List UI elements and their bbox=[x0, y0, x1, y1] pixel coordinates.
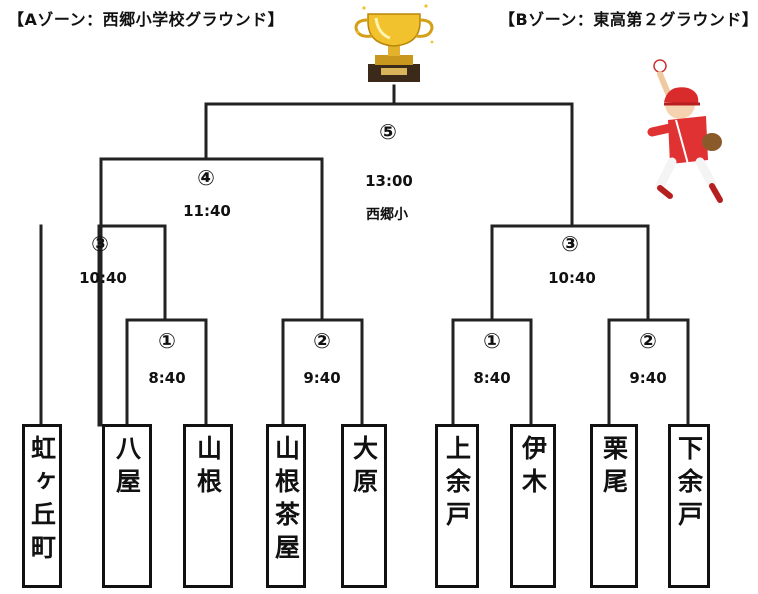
zone-a-label: 【Aゾーン：西郷小学校グラウンド】 bbox=[8, 10, 285, 29]
team-box: 上余戸 bbox=[435, 424, 479, 588]
match-final-time: 13:00 bbox=[365, 172, 413, 190]
match-final-number: ⑤ bbox=[379, 120, 397, 144]
match-2b-time: 9:40 bbox=[629, 369, 666, 387]
match-3a-time: 10:40 bbox=[79, 269, 127, 287]
team-name: 山根 bbox=[193, 435, 223, 501]
team-box: 栗尾 bbox=[590, 424, 638, 588]
team-box: 伊木 bbox=[510, 424, 556, 588]
zone-b-label: 【Bゾーン：東高第２グラウンド】 bbox=[499, 10, 758, 29]
trophy-icon bbox=[354, 4, 434, 82]
match-2a-time: 9:40 bbox=[303, 369, 340, 387]
team-box: 山根茶屋 bbox=[266, 424, 306, 588]
team-box: 八屋 bbox=[102, 424, 152, 588]
match-1b-number: ① bbox=[483, 329, 501, 353]
match-2a-number: ② bbox=[313, 329, 331, 353]
team-name: 下余戸 bbox=[674, 435, 704, 534]
match-2b-number: ② bbox=[639, 329, 657, 353]
match-final-venue: 西郷小 bbox=[366, 207, 408, 223]
match-4a-time: 11:40 bbox=[183, 202, 231, 220]
team-name: 大原 bbox=[349, 435, 379, 501]
team-box: 虹ヶ丘町 bbox=[22, 424, 62, 588]
team-name: 虹ヶ丘町 bbox=[27, 435, 57, 567]
match-1a-number: ① bbox=[158, 329, 176, 353]
match-3b-time: 10:40 bbox=[548, 269, 596, 287]
team-box: 山根 bbox=[183, 424, 233, 588]
team-name: 上余戸 bbox=[442, 435, 472, 534]
team-box: 大原 bbox=[341, 424, 387, 588]
match-3a-number: ③ bbox=[91, 232, 109, 256]
match-3b-number: ③ bbox=[561, 232, 579, 256]
team-box: 下余戸 bbox=[668, 424, 710, 588]
team-name: 八屋 bbox=[112, 435, 142, 501]
team-name: 栗尾 bbox=[599, 435, 629, 501]
match-4a-number: ④ bbox=[197, 166, 215, 190]
team-name: 伊木 bbox=[518, 435, 548, 501]
team-name: 山根茶屋 bbox=[271, 435, 301, 567]
baseball-pitcher-icon bbox=[647, 59, 723, 203]
match-1a-time: 8:40 bbox=[148, 369, 185, 387]
match-1b-time: 8:40 bbox=[473, 369, 510, 387]
